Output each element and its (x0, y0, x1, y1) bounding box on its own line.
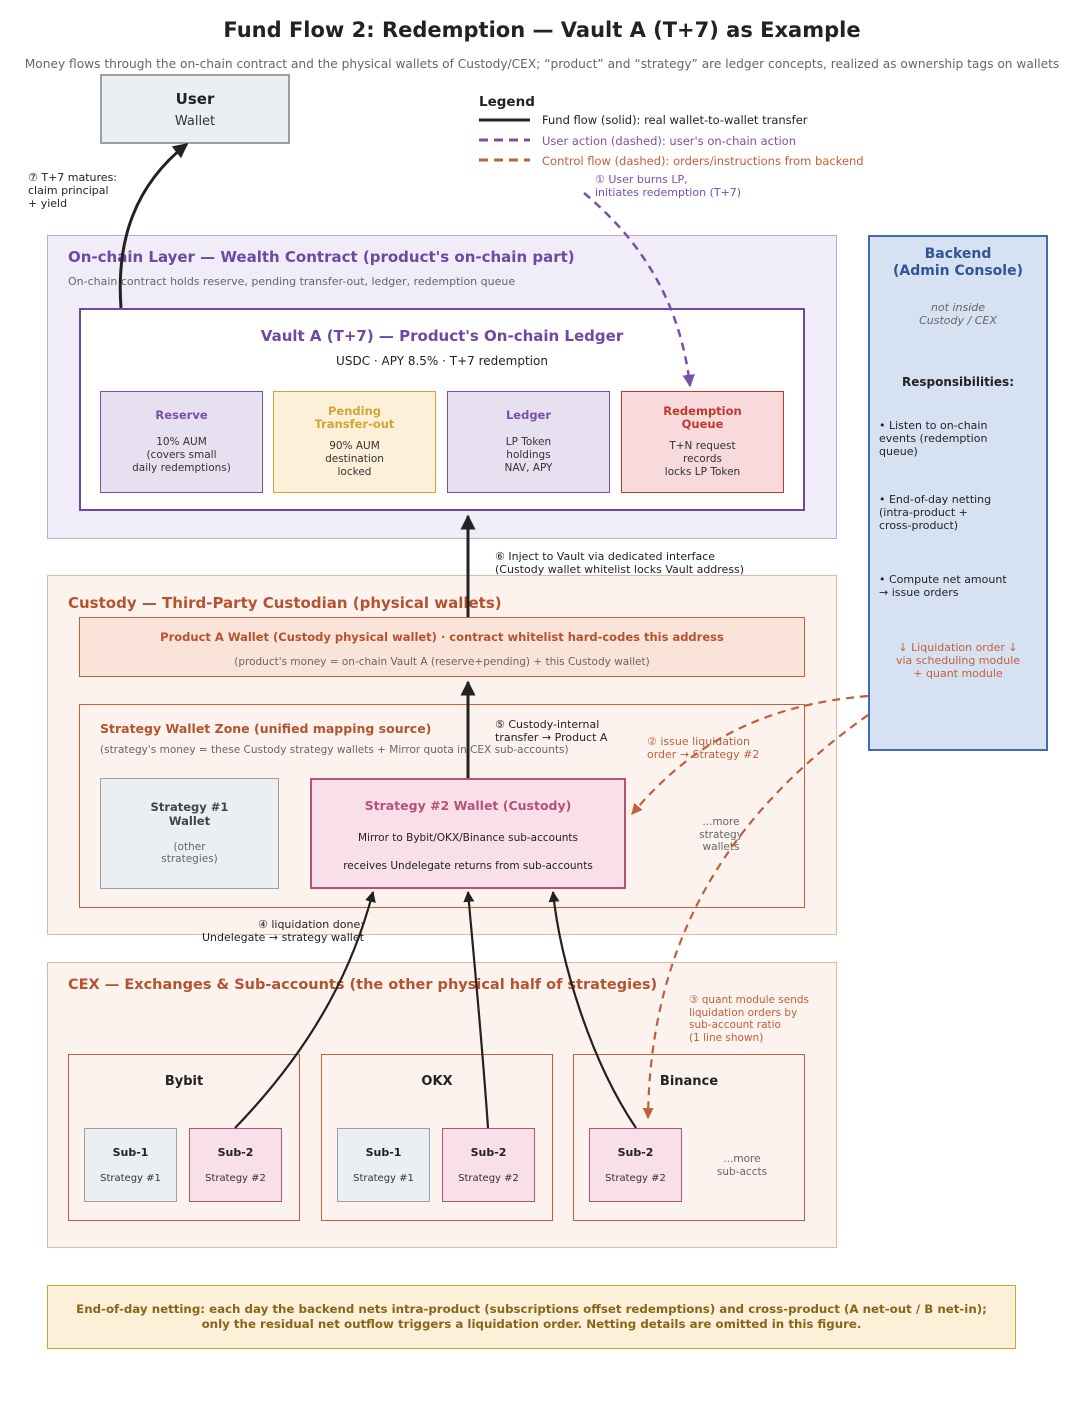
exchange-binance-name: Binance (659, 1074, 719, 1089)
custody-title: Custody — Third-Party Custodian (physica… (68, 594, 502, 612)
vault-pending-box: Pending Transfer-out 90% AUM destination… (273, 391, 436, 493)
legend-title: Legend (479, 94, 535, 110)
reserve-body: 10% AUM (covers small daily redemptions) (132, 435, 231, 475)
pending-title: Pending Transfer-out (314, 404, 395, 432)
backend-admin-console (868, 235, 1048, 751)
cex-title: CEX — Exchanges & Sub-accounts (the othe… (68, 977, 658, 993)
ledger-title: Ledger (505, 407, 552, 422)
strategy-zone-subtitle: (strategy's money = these Custody strate… (100, 744, 569, 756)
vault-reserve-box: Reserve 10% AUM (covers small daily rede… (100, 391, 263, 493)
bybit-sub-2-name: Sub-2 (217, 1146, 254, 1159)
product-wallet-title: Product A Wallet (Custody physical walle… (160, 630, 724, 644)
okx-sub-1: Sub-1 Strategy #1 (337, 1128, 430, 1202)
step-5-label: ⑤ Custody-internal transfer → Product A (495, 718, 608, 745)
bybit-sub-2: Sub-2 Strategy #2 (189, 1128, 282, 1202)
user-title: User (175, 89, 215, 108)
strategy-1-wallet: Strategy #1 Wallet (other strategies) (100, 778, 279, 889)
netting-text: End-of-day netting: each day the backend… (76, 1301, 987, 1331)
strategy-2-line-1: Mirror to Bybit/OKX/Binance sub-accounts (357, 832, 578, 844)
binance-sub-2-strategy: Strategy #2 (605, 1173, 666, 1184)
step-7-label: ⑦ T+7 matures: claim principal + yield (28, 171, 118, 211)
exchange-okx-name: OKX (421, 1074, 453, 1089)
legend-item-fund-flow: Fund flow (solid): real wallet-to-wallet… (542, 113, 808, 127)
legend-item-user-action: User action (dashed): user's on-chain ac… (542, 134, 796, 148)
backend-responsibilities-title: Responsibilities: (901, 375, 1014, 389)
product-wallet-subtitle: (product's money = on-chain Vault A (res… (234, 656, 650, 668)
redemption-queue-body: T+N request records locks LP Token (664, 439, 741, 478)
ledger-body: LP Token holdings NAV, APY (504, 435, 553, 475)
strategy-2-title: Strategy #2 Wallet (Custody) (364, 798, 572, 813)
vault-ledger-box: Ledger LP Token holdings NAV, APY (447, 391, 610, 493)
reserve-title: Reserve (155, 407, 208, 422)
okx-sub-2-name: Sub-2 (470, 1146, 507, 1159)
exchange-bybit-name: Bybit (164, 1074, 204, 1089)
redemption-queue-title: Redemption Queue (663, 404, 742, 432)
step-3-label: ③ quant module sends liquidation orders … (689, 994, 810, 1044)
backend-responsibility-1: • Listen to on-chain events (redemption … (879, 419, 988, 459)
strategy-1-title: Strategy #1 Wallet (150, 800, 229, 828)
pending-body: 90% AUM destination locked (325, 439, 384, 478)
backend-note: not inside Custody / CEX (919, 301, 997, 328)
strategy-2-line-2: receives Undelegate returns from sub-acc… (343, 860, 593, 872)
diagram-subtitle: Money flows through the on-chain contrac… (24, 57, 1060, 71)
onchain-subtitle: On-chain contract holds reserve, pending… (68, 275, 516, 288)
okx-sub-1-strategy: Strategy #1 (353, 1173, 414, 1184)
vault-redemption-queue-box: Redemption Queue T+N request records loc… (621, 391, 784, 493)
strategy-2-wallet (310, 778, 626, 889)
strategy-1-subtitle: (other strategies) (161, 840, 218, 866)
backend-responsibility-2: • End-of-day netting (intra-product + cr… (879, 493, 992, 533)
user-wallet-box: User Wallet (100, 74, 290, 144)
step-1-label: ① User burns LP, initiates redemption (T… (595, 173, 742, 200)
onchain-title: On-chain Layer — Wealth Contract (produc… (68, 248, 575, 266)
bybit-sub-1-name: Sub-1 (112, 1146, 149, 1159)
step-4-label: ④ liquidation done: Undelegate → strateg… (202, 918, 364, 945)
bybit-sub-1-strategy: Strategy #1 (100, 1173, 161, 1184)
user-subtitle: Wallet (174, 113, 216, 129)
product-a-wallet (79, 617, 805, 677)
backend-responsibility-3: • Compute net amount → issue orders (879, 573, 1007, 600)
okx-sub-2: Sub-2 Strategy #2 (442, 1128, 535, 1202)
more-strategy-wallets: ...more strategy wallets (699, 816, 743, 854)
vault-subtitle: USDC · APY 8.5% · T+7 redemption (336, 354, 548, 368)
bybit-sub-1: Sub-1 Strategy #1 (84, 1128, 177, 1202)
step-2-label: ② issue liquidation order → Strategy #2 (647, 735, 760, 762)
binance-more-subaccounts: ...more sub-accts (716, 1153, 768, 1178)
bybit-sub-2-strategy: Strategy #2 (205, 1173, 266, 1184)
strategy-zone-title: Strategy Wallet Zone (unified mapping so… (100, 721, 432, 736)
binance-sub-2-name: Sub-2 (617, 1146, 654, 1159)
binance-sub-2: Sub-2 Strategy #2 (589, 1128, 682, 1202)
okx-sub-1-name: Sub-1 (365, 1146, 402, 1159)
vault-title: Vault A (T+7) — Product's On-chain Ledge… (260, 327, 624, 345)
backend-liquidation-note: ↓ Liquidation order ↓ via scheduling mod… (895, 641, 1021, 681)
legend-item-control-flow: Control flow (dashed): orders/instructio… (542, 154, 864, 168)
diagram-title: Fund Flow 2: Redemption — Vault A (T+7) … (223, 18, 861, 42)
backend-title: Backend (Admin Console) (893, 246, 1023, 279)
step-6-label: ⑥ Inject to Vault via dedicated interfac… (495, 550, 745, 577)
end-of-day-netting-note: End-of-day netting: each day the backend… (47, 1285, 1016, 1349)
okx-sub-2-strategy: Strategy #2 (458, 1173, 519, 1184)
